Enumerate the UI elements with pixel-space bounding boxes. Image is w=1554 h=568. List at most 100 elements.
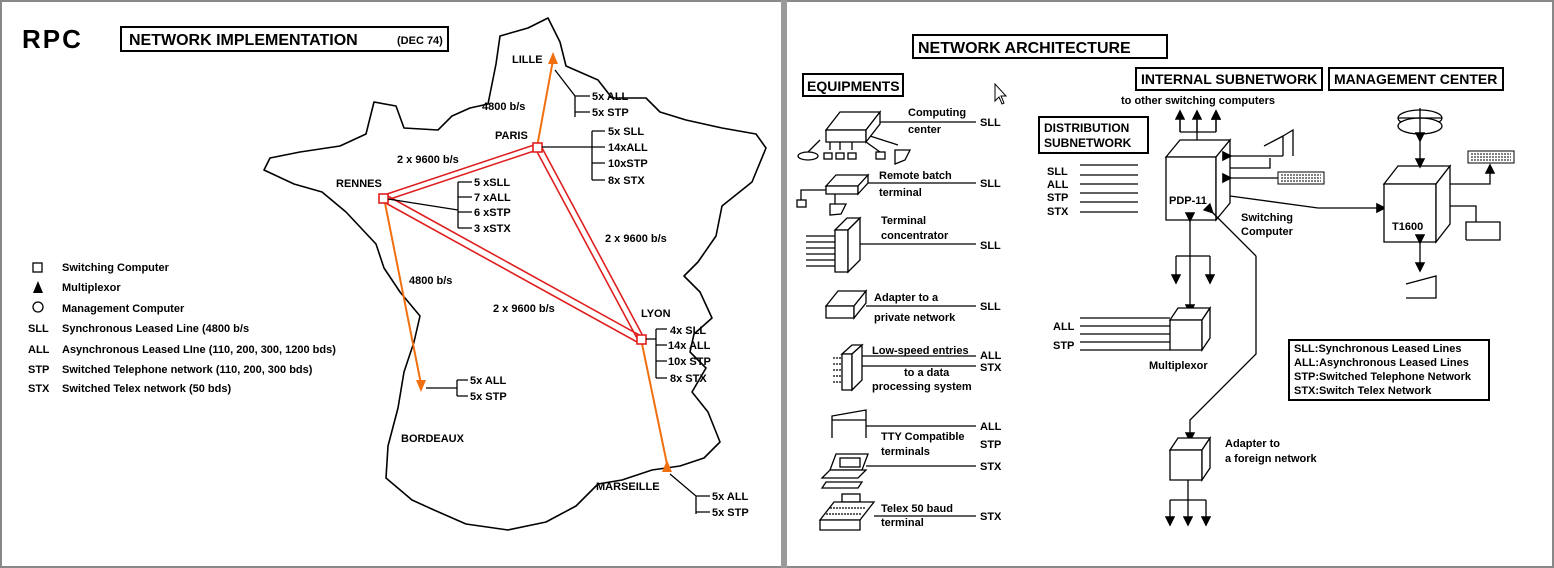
paris-line-3: 8x STX xyxy=(608,175,645,187)
remote-label-1: terminal xyxy=(879,187,922,199)
dist-line-2: STP xyxy=(1047,192,1068,204)
foreign-adapter-unit xyxy=(1168,435,1212,483)
switching-node-paris xyxy=(532,142,543,153)
distribution-subnetwork-box xyxy=(1038,116,1149,154)
lyon-line-0: 4x SLL xyxy=(670,325,706,337)
lille-line-bundle: 5x ALL 5x STP xyxy=(554,69,629,119)
pdp11-switching-computer: PDP-11 xyxy=(1164,138,1232,222)
legend-sym-4: ALL xyxy=(28,344,50,356)
legend-sym-3: SLL xyxy=(28,323,49,335)
mux-line-1: STP xyxy=(1053,340,1074,352)
t1600-management-computer: T1600 xyxy=(1382,164,1452,244)
switching-computer-label-1: Computer xyxy=(1241,226,1294,238)
telex-label-1: terminal xyxy=(881,517,924,529)
equipment-lowspeed: Low-speed entries to a data processing s… xyxy=(833,343,1002,393)
legend-item-3: Synchronous Leased Line (4800 b/s xyxy=(62,323,249,335)
pdp11-label: PDP-11 xyxy=(1169,195,1207,207)
city-paris: PARIS xyxy=(495,130,528,142)
equipment-telex: Telex 50 baud terminal STX xyxy=(818,493,1002,531)
city-marseille: MARSEILLE xyxy=(596,481,660,493)
adapter-foreign-label-0: Adapter to xyxy=(1225,438,1280,450)
mouse-cursor-icon xyxy=(994,82,1008,105)
lowspeed-label-0: Low-speed entries xyxy=(872,345,969,357)
legend-right-2: STP:Switched Telephone Network xyxy=(1294,371,1472,383)
printer-icon-bottom xyxy=(1405,275,1437,299)
internal-subnetwork-title: INTERNAL SUBNETWORK xyxy=(1141,71,1317,87)
right-panel: NETWORK ARCHITECTURE EQUIPMENTS INTERNAL… xyxy=(796,34,1515,531)
link-rennes-bordeaux xyxy=(383,197,422,385)
distribution-title-0: DISTRIBUTION xyxy=(1044,121,1129,135)
switching-node-rennes xyxy=(378,193,389,204)
legend-right-3: STX:Switch Telex Network xyxy=(1294,385,1432,397)
marseille-line-bundle: 5x ALL 5x STP xyxy=(669,473,749,519)
keyboard-right-link xyxy=(1450,163,1496,185)
city-lyon: LYON xyxy=(641,308,671,320)
lowspeed-line-0: ALL xyxy=(980,350,1002,362)
concentrator-label-1: concentrator xyxy=(881,230,949,242)
adapter-line: SLL xyxy=(980,301,1001,313)
lyon-line-1: 14x ALL xyxy=(668,340,711,352)
mux-line-0: ALL xyxy=(1053,321,1075,333)
legend-item-0: Switching Computer xyxy=(62,262,170,274)
panel-divider xyxy=(781,0,787,568)
multiplexor-lille xyxy=(548,52,558,64)
lyon-line-bundle: 4x SLL 14x ALL 10x STP 8x STX xyxy=(646,325,711,385)
lyon-line-3: 8x STX xyxy=(670,373,707,385)
computing-label-0: Computing xyxy=(908,107,966,119)
adapter-foreign-label-1: a foreign network xyxy=(1225,453,1318,465)
france-map-outline xyxy=(263,17,767,531)
multiplexor-bordeaux xyxy=(416,380,426,392)
implementation-date: (DEC 74) xyxy=(397,35,443,47)
implementation-title: NETWORK IMPLEMENTATION xyxy=(129,32,358,49)
city-rennes: RENNES xyxy=(336,178,382,190)
link-label-rennes-lyon: 2 x 9600 b/s xyxy=(493,303,555,315)
equipments-header-box xyxy=(802,73,904,97)
rennes-line-0: 5 xSLL xyxy=(474,177,510,189)
implementation-title-box xyxy=(120,26,449,52)
paris-line-0: 5x SLL xyxy=(608,126,644,138)
tty-label-0: TTY Compatible xyxy=(881,431,965,443)
switching-computer-label-0: Switching xyxy=(1241,212,1293,224)
dist-line-0: SLL xyxy=(1047,166,1068,178)
pdp-to-adapter-link xyxy=(1184,256,1257,443)
remote-label-0: Remote batch xyxy=(879,170,952,182)
lille-line-0: 5x ALL xyxy=(592,91,629,103)
rennes-line-1: 7 xALL xyxy=(474,192,511,204)
paris-line-1: 14xALL xyxy=(608,142,648,154)
legend-circle-icon xyxy=(32,301,44,313)
adapter-label-1: private network xyxy=(874,312,956,324)
computing-line: SLL xyxy=(980,117,1001,129)
architecture-title: NETWORK ARCHITECTURE xyxy=(918,40,1131,57)
lille-line-1: 5x STP xyxy=(592,107,629,119)
concentrator-label-0: Terminal xyxy=(881,215,926,227)
rennes-line-2: 6 xSTP xyxy=(474,207,511,219)
management-center-box xyxy=(1328,67,1504,91)
disk-icon xyxy=(1397,108,1443,136)
link-lille-paris xyxy=(536,59,554,148)
marseille-line-0: 5x ALL xyxy=(712,491,749,503)
remote-line: SLL xyxy=(980,178,1001,190)
legend-right-1: ALL:Asynchronous Leased Lines xyxy=(1294,357,1469,369)
legend-square-icon xyxy=(32,262,43,273)
adapter-bottom-arrows xyxy=(1164,480,1212,527)
legend-item-5: Switched Telephone network (110, 200, 30… xyxy=(62,364,313,376)
adapter-label-0: Adapter to a xyxy=(874,292,939,304)
tty-label-1: terminals xyxy=(881,446,930,458)
legend-item-1: Multiplexor xyxy=(62,282,121,294)
legend-item-6: Switched Telex network (50 bds) xyxy=(62,383,231,395)
legend-right-box xyxy=(1288,339,1490,401)
tty-line-2: STX xyxy=(980,461,1002,473)
internal-subnetwork-box xyxy=(1135,67,1323,91)
link-rennes-lyon xyxy=(381,194,642,343)
lyon-line-2: 10x STP xyxy=(668,356,711,368)
telex-line: STX xyxy=(980,511,1002,523)
multiplexor-marseille xyxy=(662,460,672,472)
link-lyon-marseille xyxy=(640,338,668,465)
left-panel: RPC NETWORK IMPLEMENTATION (DEC 74) xyxy=(22,17,767,531)
lowspeed-line-1: STX xyxy=(980,362,1002,374)
paris-line-bundle: 5x SLL 14xALL 10xSTP 8x STX xyxy=(542,126,648,187)
lowspeed-label-1: to a data xyxy=(904,367,950,379)
legend-sym-6: STX xyxy=(28,383,50,395)
pdp-right-links xyxy=(1222,128,1387,214)
